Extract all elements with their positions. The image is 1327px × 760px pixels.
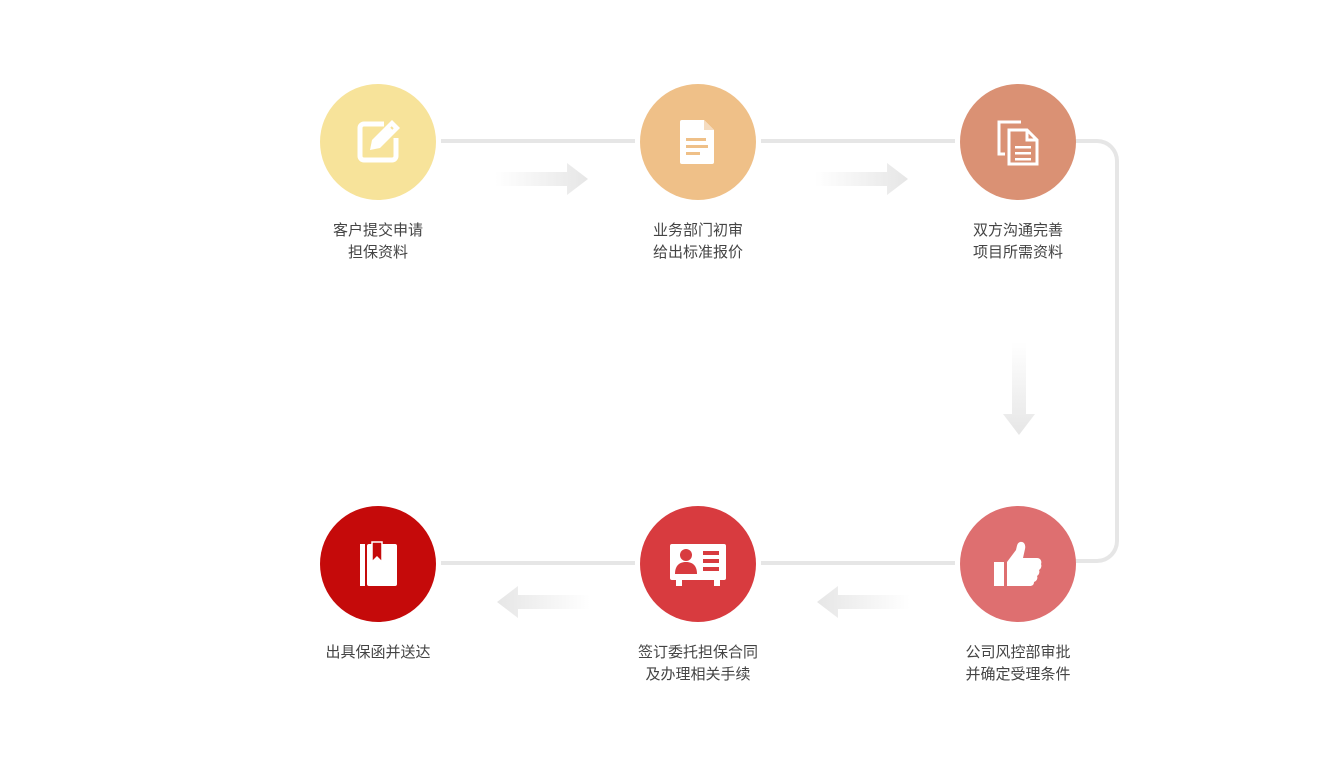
step-label: 客户提交申请 担保资料 <box>278 219 478 263</box>
step-label-line1: 客户提交申请 <box>332 221 423 239</box>
step-circle <box>640 84 756 200</box>
copy-icon <box>997 120 1039 166</box>
step-label: 业务部门初审 给出标准报价 <box>598 219 798 263</box>
step-initial-review: 业务部门初审 给出标准报价 <box>598 84 798 263</box>
step-risk-approval: 公司风控部审批 并确定受理条件 <box>918 506 1118 685</box>
connector-line-4-5 <box>761 561 955 565</box>
thumbs-up-icon <box>994 541 1042 586</box>
connector-line-5-6 <box>441 561 635 565</box>
step-label: 双方沟通完善 项目所需资料 <box>918 219 1118 263</box>
arrow-down-icon <box>1003 342 1035 435</box>
step-submit-application: 客户提交申请 担保资料 <box>278 84 478 263</box>
connector-loop-3-4 <box>1070 139 1119 563</box>
step-label: 签订委托担保合同 及办理相关手续 <box>598 641 798 685</box>
arrow-left-icon <box>817 586 910 618</box>
step-label-line2: 并确定受理条件 <box>965 665 1071 683</box>
arrow-right-icon <box>495 163 588 195</box>
step-circle <box>960 84 1076 200</box>
step-sign-contract: 签订委托担保合同 及办理相关手续 <box>598 506 798 685</box>
id-card-icon <box>670 544 726 586</box>
step-complete-materials: 双方沟通完善 项目所需资料 <box>918 84 1118 263</box>
step-circle <box>320 84 436 200</box>
bookmark-book-icon <box>360 541 397 586</box>
step-issue-guarantee: 出具保函并送达 <box>278 506 478 663</box>
step-label-line1: 公司风控部审批 <box>965 643 1071 661</box>
document-icon <box>680 120 714 164</box>
step-circle <box>320 506 436 622</box>
step-label-line2: 担保资料 <box>347 243 408 261</box>
step-label-line2: 项目所需资料 <box>972 243 1063 261</box>
arrow-right-icon <box>815 163 908 195</box>
step-label-line1: 出具保函并送达 <box>325 643 431 661</box>
step-circle <box>960 506 1076 622</box>
step-label-line2: 及办理相关手续 <box>645 665 751 683</box>
step-label-line1: 双方沟通完善 <box>972 221 1063 239</box>
step-label: 出具保函并送达 <box>278 641 478 663</box>
arrow-left-icon <box>497 586 590 618</box>
edit-icon <box>357 120 400 163</box>
connector-line-2-3 <box>761 139 955 143</box>
connector-line-1-2 <box>441 139 635 143</box>
step-label-line1: 签订委托担保合同 <box>637 643 758 661</box>
step-label: 公司风控部审批 并确定受理条件 <box>918 641 1118 685</box>
step-circle <box>640 506 756 622</box>
step-label-line1: 业务部门初审 <box>652 221 743 239</box>
step-label-line2: 给出标准报价 <box>652 243 743 261</box>
